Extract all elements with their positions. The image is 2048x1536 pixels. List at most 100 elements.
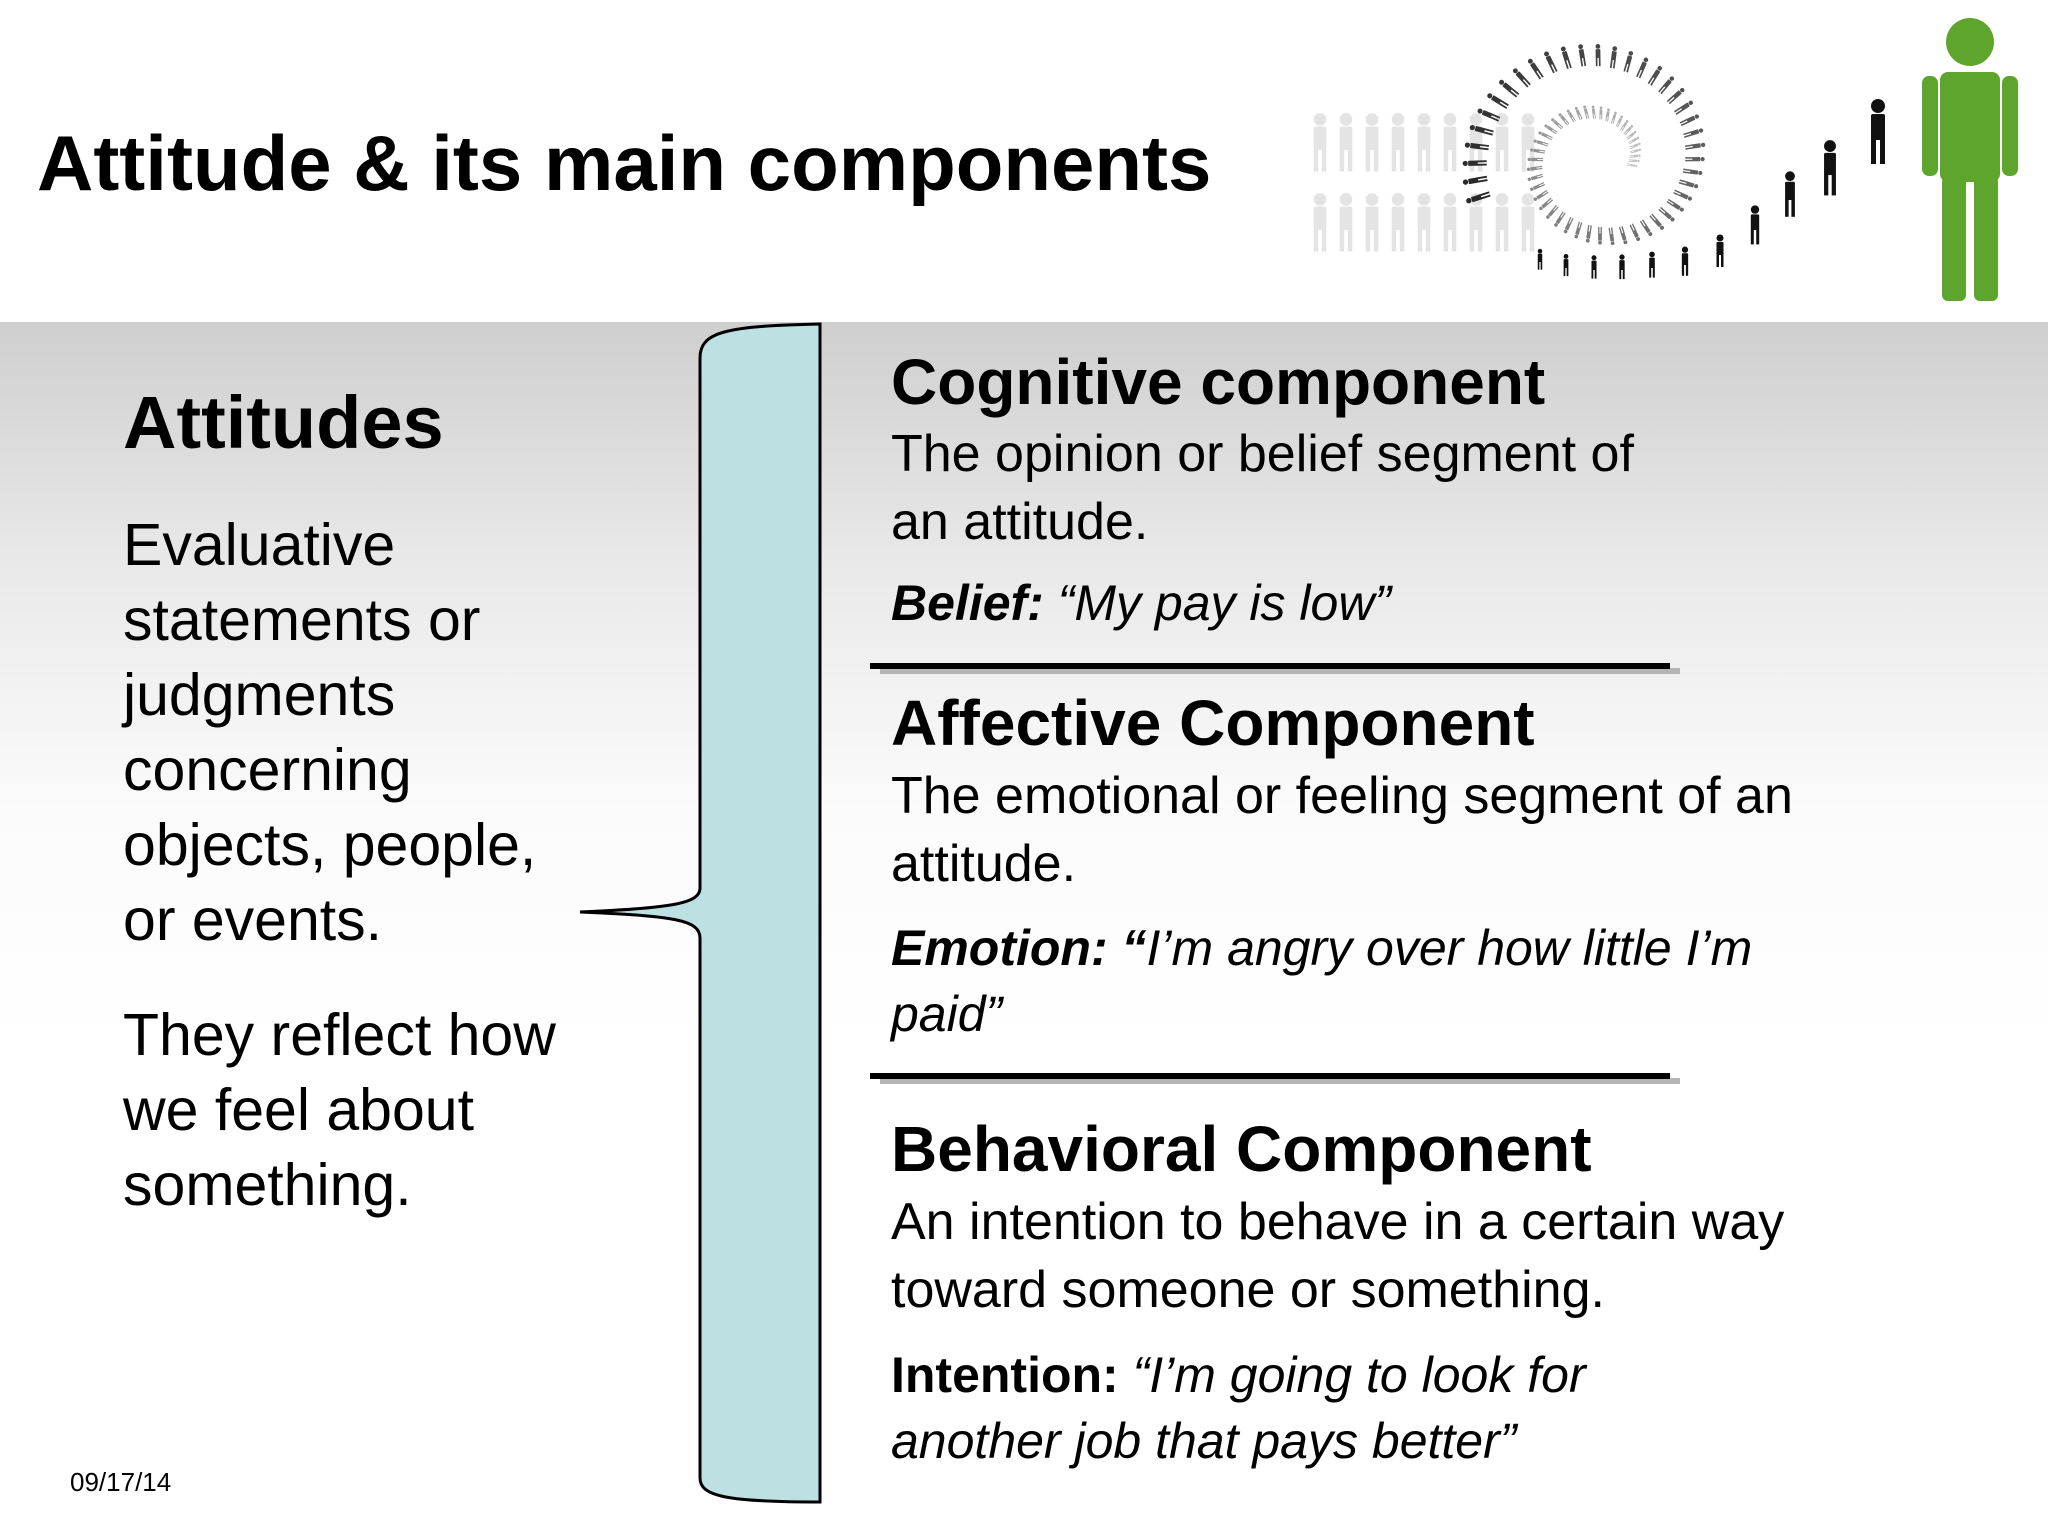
faded-person-figure bbox=[1469, 193, 1483, 252]
spiral-person-figure bbox=[1666, 86, 1686, 105]
affective-description: The emotional or feeling segment of an a… bbox=[891, 767, 1793, 893]
faded-person-figure bbox=[1521, 193, 1535, 252]
spiral-person-figure bbox=[1629, 223, 1641, 242]
spiral-person-figure bbox=[1629, 148, 1642, 154]
people-row bbox=[1537, 99, 1885, 280]
spiral-person-figure bbox=[1526, 165, 1543, 172]
spiral-person-figure bbox=[1639, 219, 1653, 237]
spiral-person-figure bbox=[1649, 213, 1665, 231]
spiral-person-figure bbox=[1574, 106, 1583, 121]
spiral-person-figure bbox=[1623, 50, 1634, 73]
behavioral-example-text: “I’m going to look for another job that … bbox=[891, 1347, 1586, 1469]
content-background bbox=[0, 322, 2048, 1536]
faded-person-figure bbox=[1313, 113, 1327, 172]
spiral-person-figure bbox=[1608, 227, 1615, 246]
faded-person-figure bbox=[1339, 113, 1353, 172]
behavioral-example: Intention: “I’m going to look for anothe… bbox=[891, 1342, 1751, 1474]
spiral-person-figure bbox=[1610, 111, 1618, 125]
spiral-person-figure bbox=[1685, 156, 1705, 162]
spiral-person-figure bbox=[1462, 160, 1487, 167]
faded-person-figure bbox=[1521, 113, 1535, 172]
spiral-person-figure bbox=[1658, 75, 1675, 95]
spiral-person-figure bbox=[1533, 189, 1549, 202]
grouping-brace bbox=[579, 322, 822, 1504]
spiral-person-figure bbox=[1545, 204, 1559, 220]
green-person-icon bbox=[1922, 18, 2018, 301]
spiral-person-figure bbox=[1628, 159, 1640, 163]
faded-person-figure bbox=[1495, 113, 1509, 172]
spiral-person-figure bbox=[1679, 113, 1700, 127]
cognitive-heading: Cognitive component bbox=[891, 346, 1546, 418]
faded-person-figure bbox=[1313, 193, 1327, 252]
faded-person-figure bbox=[1443, 193, 1457, 252]
spiral-person-figure bbox=[1543, 50, 1558, 74]
spiral-person-figure bbox=[1591, 105, 1596, 119]
spiral-person-figure bbox=[1605, 108, 1611, 122]
spiral-person-figure bbox=[1462, 175, 1488, 186]
faded-person-figure bbox=[1417, 113, 1431, 172]
spiral-person-figure bbox=[1577, 43, 1587, 67]
spiral-person-figure bbox=[1550, 117, 1564, 130]
attitudes-definition: Evaluative statements or judgments conce… bbox=[123, 512, 537, 953]
faded-person-figure bbox=[1495, 193, 1509, 252]
spiral-person-figure bbox=[1527, 173, 1544, 182]
cognitive-example-label: Belief: bbox=[891, 575, 1044, 631]
affective-example-text: I’m angry over how little I’m paid” bbox=[891, 920, 1753, 1042]
spiral-person-figure bbox=[1636, 56, 1649, 79]
spiral-person-figure bbox=[1566, 109, 1576, 123]
spiral-person-figure bbox=[1629, 154, 1641, 158]
divider-2 bbox=[870, 1073, 1670, 1079]
faded-person-figure bbox=[1391, 113, 1405, 172]
spiral-person-figure bbox=[1598, 227, 1602, 245]
behavioral-example-label: Intention: bbox=[891, 1347, 1119, 1403]
spiral-person-figure bbox=[1527, 157, 1544, 162]
slide-date: 09/17/14 bbox=[70, 1467, 172, 1497]
spiral-person-figure bbox=[1557, 112, 1570, 126]
faded-person-figure bbox=[1417, 193, 1431, 252]
behavioral-description: An intention to behave in a certain way … bbox=[891, 1193, 1785, 1319]
spiral-person-figure bbox=[1560, 45, 1572, 70]
attitudes-reflection: They reflect how we feel about something… bbox=[123, 1002, 556, 1218]
slide-title: Attitude & its main components bbox=[37, 119, 1212, 207]
spiral-person-figure bbox=[1615, 115, 1624, 128]
cognitive-example: Belief: “My pay is low” bbox=[891, 570, 1851, 636]
affective-heading: Affective Component bbox=[891, 687, 1535, 759]
faded-person-figure bbox=[1339, 193, 1353, 252]
faded-person-figure bbox=[1443, 113, 1457, 172]
behavioral-heading: Behavioral Component bbox=[891, 1113, 1592, 1185]
attitudes-heading: Attitudes bbox=[123, 381, 444, 464]
spiral-person-figure bbox=[1553, 211, 1566, 228]
spiral-person-figure bbox=[1666, 198, 1685, 213]
spiral-person-figure bbox=[1538, 197, 1554, 211]
spiral-person-figure bbox=[1537, 130, 1553, 141]
affective-example-label: Emotion: “ bbox=[891, 920, 1147, 976]
spiral-person-figure bbox=[1529, 182, 1546, 192]
spiral-person-figure bbox=[1511, 67, 1531, 88]
spiral-person-figure bbox=[1673, 189, 1693, 202]
spiral-person-figure bbox=[1486, 92, 1509, 109]
spiral-person-figure bbox=[1498, 78, 1520, 98]
divider-1 bbox=[870, 663, 1670, 669]
people-spiral-icon bbox=[1313, 18, 2018, 301]
faded-person-figure bbox=[1365, 113, 1379, 172]
cognitive-example-text: “My pay is low” bbox=[1043, 575, 1392, 631]
spiral-person-figure bbox=[1682, 168, 1703, 176]
cognitive-description: The opinion or belief segment of an atti… bbox=[891, 425, 1634, 551]
spiral-person-figure bbox=[1574, 221, 1583, 239]
faded-person-figure bbox=[1365, 193, 1379, 252]
spiral-person-figure bbox=[1526, 57, 1544, 80]
spiral-person-figure bbox=[1582, 105, 1590, 120]
spiral-person-figure bbox=[1543, 123, 1558, 135]
faded-person-figure bbox=[1391, 193, 1405, 252]
affective-example: Emotion: “I’m angry over how little I’m … bbox=[891, 915, 1791, 1047]
spiral-person-figure bbox=[1658, 206, 1676, 223]
spiral-person-figure bbox=[1533, 139, 1549, 147]
spiral-person-figure bbox=[1563, 216, 1574, 234]
spiral-person-figure bbox=[1595, 44, 1601, 67]
spiral-person-figure bbox=[1626, 163, 1638, 168]
spiral-person-figure bbox=[1683, 127, 1704, 138]
spiral-person-figure bbox=[1647, 65, 1663, 86]
spiral-person-figure bbox=[1618, 226, 1628, 245]
spiral-person-figure bbox=[1609, 45, 1618, 69]
spiral-person-figure bbox=[1678, 179, 1699, 189]
